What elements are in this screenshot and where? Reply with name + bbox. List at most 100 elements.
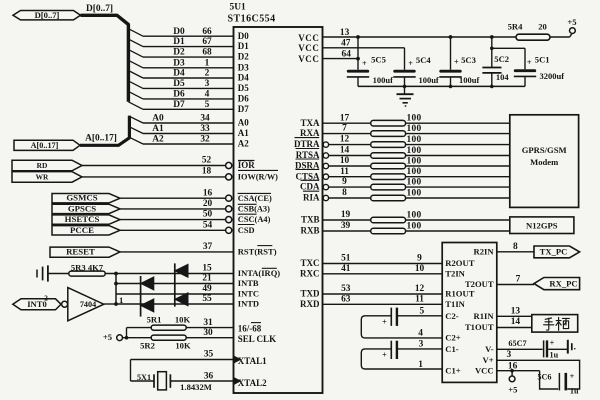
svg-text:D2: D2 <box>173 48 185 58</box>
svg-text:5R1: 5R1 <box>147 315 162 325</box>
svg-text:CDA: CDA <box>300 182 320 192</box>
svg-text:39: 39 <box>341 221 351 231</box>
svg-text:5U1: 5U1 <box>230 3 246 13</box>
svg-text:RXA: RXA <box>300 128 320 138</box>
svg-text:1u: 1u <box>570 386 579 395</box>
svg-text:R2IN: R2IN <box>474 247 495 257</box>
svg-text:RXC: RXC <box>300 268 320 278</box>
svg-text:+5: +5 <box>103 332 112 342</box>
svg-text:GPRS/GSM: GPRS/GSM <box>522 145 567 155</box>
svg-text:+: + <box>454 58 459 67</box>
svg-text:11: 11 <box>340 167 349 177</box>
svg-text:34: 34 <box>200 114 210 124</box>
svg-text:+5: +5 <box>508 384 517 394</box>
svg-text:10K: 10K <box>175 315 191 325</box>
svg-text:SEL CLK: SEL CLK <box>238 334 276 344</box>
svg-text:12: 12 <box>340 135 350 145</box>
svg-text:9: 9 <box>342 177 347 187</box>
svg-text:100: 100 <box>407 124 422 134</box>
svg-text:A[0..17]: A[0..17] <box>85 133 117 143</box>
svg-text:D5: D5 <box>238 83 249 93</box>
svg-text:INTD: INTD <box>238 299 259 309</box>
svg-text:TXB: TXB <box>301 215 320 225</box>
svg-text:VCC: VCC <box>475 365 494 375</box>
svg-text:66: 66 <box>202 27 212 37</box>
svg-text:PCCE: PCCE <box>70 225 94 235</box>
svg-text:8: 8 <box>513 242 518 252</box>
svg-text:D5: D5 <box>173 79 185 89</box>
svg-text:CSA(CE): CSA(CE) <box>238 194 272 203</box>
svg-text:D6: D6 <box>238 94 249 104</box>
svg-text:Modem: Modem <box>530 157 559 167</box>
svg-text:13: 13 <box>340 28 350 38</box>
svg-text:51: 51 <box>341 254 351 264</box>
svg-text:C1-: C1- <box>445 344 459 354</box>
svg-text:49: 49 <box>202 284 212 294</box>
svg-text:V-: V- <box>485 344 494 354</box>
svg-text:+: + <box>570 372 575 381</box>
svg-text:TXC: TXC <box>300 258 319 268</box>
svg-text:54: 54 <box>203 220 213 230</box>
svg-text:D3: D3 <box>238 62 249 72</box>
svg-text:A2: A2 <box>152 135 164 145</box>
svg-text:14: 14 <box>511 317 521 327</box>
svg-text:A[0..17]: A[0..17] <box>31 141 59 150</box>
svg-text:17: 17 <box>340 113 350 123</box>
svg-text:+: + <box>408 59 413 68</box>
svg-text:33: 33 <box>200 124 210 134</box>
svg-text:HSETCS: HSETCS <box>65 214 100 224</box>
svg-text:100: 100 <box>407 156 422 166</box>
svg-text:ST16C554: ST16C554 <box>228 14 276 25</box>
svg-text:68: 68 <box>202 48 212 58</box>
svg-text:9: 9 <box>417 254 422 264</box>
svg-text:16: 16 <box>203 188 213 198</box>
svg-text:1: 1 <box>418 360 423 370</box>
svg-text:A1: A1 <box>152 124 164 134</box>
svg-text:32: 32 <box>200 135 210 145</box>
svg-text:7404: 7404 <box>80 300 96 309</box>
svg-text:C1+: C1+ <box>445 365 461 375</box>
svg-text:+: + <box>527 58 532 67</box>
svg-text:D7: D7 <box>173 100 185 110</box>
svg-text:10K: 10K <box>175 341 191 351</box>
svg-text:5C6: 5C6 <box>537 373 551 382</box>
svg-text:100uf: 100uf <box>459 75 479 85</box>
svg-text:WR: WR <box>36 173 49 182</box>
svg-text:67: 67 <box>202 37 212 47</box>
svg-text:2: 2 <box>44 295 48 303</box>
svg-text:41: 41 <box>341 264 351 274</box>
svg-text:5C1: 5C1 <box>535 55 550 65</box>
svg-text:GSMCS: GSMCS <box>66 193 97 203</box>
svg-text:D[0..7]: D[0..7] <box>35 10 60 20</box>
svg-text:1u: 1u <box>549 351 558 360</box>
svg-text:5C3: 5C3 <box>461 55 476 65</box>
svg-text:100: 100 <box>407 210 422 220</box>
svg-text:INTB: INTB <box>238 278 259 288</box>
svg-text:14: 14 <box>340 146 350 156</box>
svg-text:D2: D2 <box>238 52 249 62</box>
svg-text:C2+: C2+ <box>445 333 461 343</box>
svg-text:100: 100 <box>407 178 422 188</box>
svg-text:+: + <box>382 350 387 359</box>
svg-text:N12GPS: N12GPS <box>526 220 558 230</box>
svg-text:TX_PC: TX_PC <box>540 247 568 257</box>
svg-text:T2OUT: T2OUT <box>465 279 494 289</box>
svg-text:XTAL2: XTAL2 <box>238 378 267 388</box>
svg-text:IOR: IOR <box>238 160 256 170</box>
svg-text:RXD: RXD <box>300 299 320 309</box>
svg-text:36: 36 <box>204 371 214 381</box>
svg-text:R2OUT: R2OUT <box>445 258 474 268</box>
svg-text:2: 2 <box>205 69 210 79</box>
svg-text:CSD: CSD <box>238 226 255 235</box>
svg-text:7: 7 <box>342 124 347 134</box>
svg-text:15: 15 <box>202 264 212 274</box>
svg-text:VCC: VCC <box>298 43 319 53</box>
svg-text:63: 63 <box>341 294 351 304</box>
svg-text:IOW(R/W): IOW(R/W) <box>238 173 278 182</box>
svg-text:12: 12 <box>415 284 425 294</box>
svg-text:52: 52 <box>202 155 212 165</box>
svg-text:D1: D1 <box>238 41 249 51</box>
svg-text:INTC: INTC <box>238 289 259 299</box>
svg-text:35: 35 <box>204 350 214 360</box>
svg-text:CSB(A3): CSB(A3) <box>238 205 270 214</box>
